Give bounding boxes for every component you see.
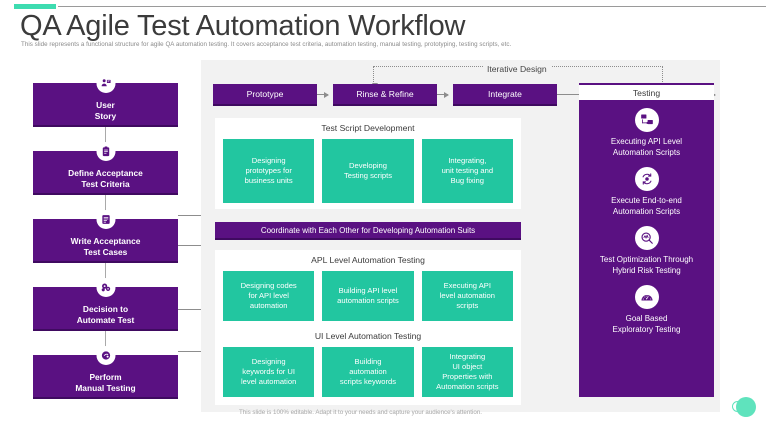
testing-panel-title: Testing [579,83,714,100]
testing-item-label: Test Optimization Through Hybrid Risk Te… [599,255,694,275]
tsd-card-2[interactable]: Developing Testing scripts [322,139,414,203]
left-flow-column: User Story Define Acceptance Test Criter… [33,74,178,399]
api-card-2[interactable]: Building API level automation scripts [322,271,414,321]
testing-item-label: Executing API Level Automation Scripts [610,137,683,157]
clipboard-icon [96,142,115,161]
api-card-3[interactable]: Executing API level automation scripts [421,271,513,321]
decorative-badge [736,397,756,417]
iterative-loop-left-arrow [371,66,378,88]
flow-step-perform-manual-testing[interactable]: Perform Manual Testing [33,346,178,399]
flow-step-label: Write Acceptance Test Cases [70,236,141,257]
center-panel: Iterative Design Prototype Rinse & Refin… [201,60,720,412]
network-nodes-icon [634,108,659,132]
iterative-loop-right-drop [662,66,663,98]
flow-step-decision-to-automate-test[interactable]: Decision to Automate Test [33,278,178,331]
gauge-icon [634,285,659,309]
user-story-icon [96,74,115,93]
test-script-development-cards: Designing prototypes for business units … [215,134,521,211]
api-level-cards: Designing codes for API level automation… [215,266,521,329]
stage-rinse-refine[interactable]: Rinse & Refine [333,84,437,106]
flow-step-user-story[interactable]: User Story [33,74,178,127]
header-divider [58,6,766,7]
ui-card-2[interactable]: Building automation scripts keywords [322,347,414,397]
stage-arrow-1 [317,91,329,98]
test-script-development-card: Test Script Development Designing protot… [215,118,521,209]
testing-item-label: Execute End-to-end Automation Scripts [611,196,682,216]
refresh-gear-icon [634,167,659,191]
flow-step-define-acceptance-test-criteria[interactable]: Define Acceptance Test Criteria [33,142,178,195]
coordinate-bar[interactable]: Coordinate with Each Other for Developin… [215,222,521,240]
flow-step-label: Define Acceptance Test Criteria [68,168,143,189]
footer-note: This slide is 100% editable. Adapt it to… [239,409,482,416]
ui-level-title: UI Level Automation Testing [314,331,422,341]
tsd-card-3[interactable]: Integrating, unit testing and Bug fixing [421,139,513,203]
flow-step-label: User Story [94,100,117,121]
ui-level-cards: Designing keywords for UI level automati… [215,342,521,405]
ui-card-1[interactable]: Designing keywords for UI level automati… [223,347,315,397]
testing-item-goal-based-exploratory[interactable]: Goal Based Exploratory Testing [579,285,714,335]
decision-gear-icon [96,278,115,297]
document-list-icon [96,210,115,229]
stage-arrow-2 [437,91,449,98]
stage-integrate[interactable]: Integrate [453,84,557,106]
flow-step-write-acceptance-test-cases[interactable]: Write Acceptance Test Cases [33,210,178,263]
testing-panel: Executing API Level Automation Scripts E… [579,100,714,397]
manual-testing-icon [96,346,115,365]
tsd-card-1[interactable]: Designing prototypes for business units [223,139,315,203]
testing-item-execute-end-to-end[interactable]: Execute End-to-end Automation Scripts [579,167,714,217]
stage-row: Prototype Rinse & Refine Integrate [213,84,716,106]
page-title: QA Agile Test Automation Workflow [20,10,466,42]
connector-testcases-to-test-script [178,166,220,246]
page-subtitle: This slide represents a functional struc… [21,41,512,48]
ui-card-3[interactable]: Integrating UI object Properties with Au… [421,347,513,397]
testing-item-executing-api-level[interactable]: Executing API Level Automation Scripts [579,108,714,158]
testing-item-label: Goal Based Exploratory Testing [612,314,681,334]
test-script-development-title: Test Script Development [321,123,415,133]
accent-bar [14,4,56,9]
flow-step-label: Decision to Automate Test [76,304,135,325]
api-card-1[interactable]: Designing codes for API level automation [223,271,315,321]
testing-item-test-optimization[interactable]: Test Optimization Through Hybrid Risk Te… [579,226,714,276]
api-level-title: APL Level Automation Testing [311,255,425,265]
automation-testing-card: APL Level Automation Testing Designing c… [215,250,521,405]
magnifier-pulse-icon [634,226,659,250]
right-edge-strip [768,0,774,431]
iterative-design-label: Iterative Design [483,64,551,74]
flow-step-label: Perform Manual Testing [75,372,136,393]
stage-prototype[interactable]: Prototype [213,84,317,106]
